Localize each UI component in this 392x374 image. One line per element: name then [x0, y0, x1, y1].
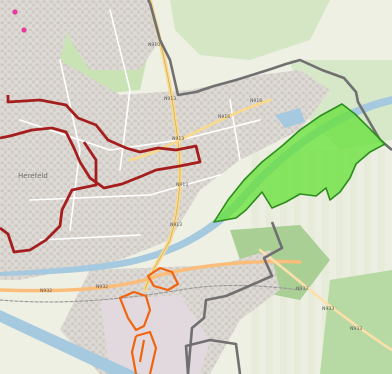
outer-boundary [148, 2, 392, 374]
road-tag: N913 [164, 96, 176, 102]
district-boundary-red [0, 95, 202, 254]
road-tag: N933 [296, 286, 308, 292]
road-tag: N933 [350, 326, 362, 332]
poi-marker[interactable] [12, 9, 18, 15]
road-tag: N913 [172, 136, 184, 142]
road-tag: N916 [250, 98, 262, 104]
forest-northeast [170, 0, 330, 60]
road-tag: N932 [40, 288, 52, 294]
roads [0, 0, 392, 352]
road-tag: N913 [170, 222, 182, 228]
ring-road [0, 259, 302, 293]
road-tag: N933 [322, 306, 334, 312]
forest-south [320, 270, 392, 374]
town-label: Herefeld [18, 172, 48, 180]
road-tag: N910 [148, 42, 160, 48]
orange-outline-upper [118, 266, 180, 332]
road-n933 [258, 248, 392, 352]
urban-west [0, 0, 330, 280]
road-tag: N916 [218, 114, 230, 120]
road-tag: N913 [176, 182, 188, 188]
poi-marker[interactable] [21, 27, 27, 33]
minor-roads [19, 9, 261, 241]
pond [275, 108, 305, 128]
main-road-n913-casing [144, 0, 181, 291]
outer-boundary-ne [146, 0, 152, 4]
urban-north [60, 0, 160, 70]
road-tag: N932 [96, 284, 108, 290]
green-highlight-polygon[interactable] [213, 103, 386, 223]
canal-west [0, 310, 140, 374]
road-n916 [128, 98, 272, 162]
orange-outline-lower [130, 330, 158, 374]
